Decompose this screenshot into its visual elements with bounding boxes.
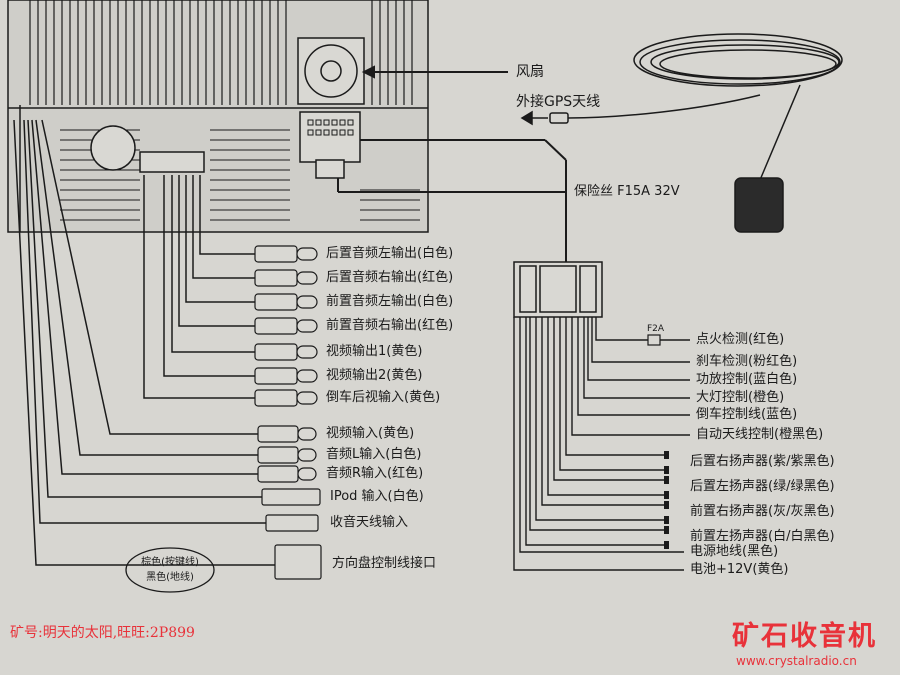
rca-output-label: 后置音频左输出(白色) xyxy=(326,246,454,261)
speaker-label: 后置右扬声器(紫/紫黑色) xyxy=(690,454,835,469)
rca-output-label: 前置音频右输出(红色) xyxy=(326,318,454,333)
leader-lines xyxy=(337,65,567,264)
upper-heatsink xyxy=(29,0,413,105)
steering-wire-brown: 棕色(按键线) xyxy=(141,557,199,568)
gps-antenna xyxy=(520,33,843,233)
input-label: 音频L输入(白色) xyxy=(326,447,422,462)
input-label: 视频输入(黄色) xyxy=(326,426,415,441)
harness-wire-label: 大灯控制(橙色) xyxy=(696,390,785,405)
power-label: 电源地线(黑色) xyxy=(690,544,779,559)
rca-output-label: 前置音频左输出(白色) xyxy=(326,294,454,309)
site-url: www.crystalradio.cn xyxy=(736,654,857,668)
harness-wire-label: 功放控制(蓝白色) xyxy=(696,372,798,387)
gps-antenna-label: 外接GPS天线 xyxy=(516,94,601,110)
harness-wire-label: 自动天线控制(橙黑色) xyxy=(696,427,824,442)
harness-wire-label: 倒车控制线(蓝色) xyxy=(696,407,798,422)
watermark-text: 矿号:明天的太阳,旺旺:2P899 xyxy=(10,625,195,641)
fuse-f2a xyxy=(647,334,661,346)
rca-output-label: 视频输出1(黄色) xyxy=(326,344,423,359)
speaker-label: 前置左扬声器(白/白黑色) xyxy=(690,529,835,544)
speaker-terminals xyxy=(664,451,669,549)
site-logo: 矿石收音机 xyxy=(732,621,877,652)
input-cables xyxy=(13,119,275,566)
fan xyxy=(297,37,365,105)
speaker-label: 前置右扬声器(灰/灰黑色) xyxy=(690,504,835,519)
steering-wire-black: 黑色(地线) xyxy=(146,572,194,583)
input-label: 方向盘控制线接口 xyxy=(332,556,437,571)
input-plugs xyxy=(257,425,322,580)
fuse-label: 保险丝 F15A 32V xyxy=(574,184,680,199)
power-label: 电池+12V(黄色) xyxy=(690,562,789,577)
fuse-f2a-label: F2A xyxy=(647,324,665,334)
speaker-label: 后置左扬声器(绿/绿黑色) xyxy=(690,479,835,494)
rca-plugs xyxy=(254,245,318,407)
rca-output-label: 后置音频右输出(红色) xyxy=(326,270,454,285)
fan-label: 风扇 xyxy=(516,64,544,80)
steering-wire-circle xyxy=(125,547,215,593)
harness-wire-label: 点火检测(红色) xyxy=(696,332,785,347)
head-unit xyxy=(7,0,429,233)
rca-output-label: 倒车后视输入(黄色) xyxy=(326,390,441,405)
harness-connector xyxy=(513,261,603,318)
harness-wire-label: 刹车检测(粉红色) xyxy=(696,354,798,369)
fuse-socket xyxy=(315,159,345,179)
input-label: 收音天线输入 xyxy=(330,515,409,530)
rca-cables xyxy=(143,175,255,399)
input-label: 音频R输入(红色) xyxy=(326,466,424,481)
input-label: IPod 输入(白色) xyxy=(330,489,424,504)
rca-output-label: 视频输出2(黄色) xyxy=(326,368,423,383)
harness-wires xyxy=(513,317,690,571)
